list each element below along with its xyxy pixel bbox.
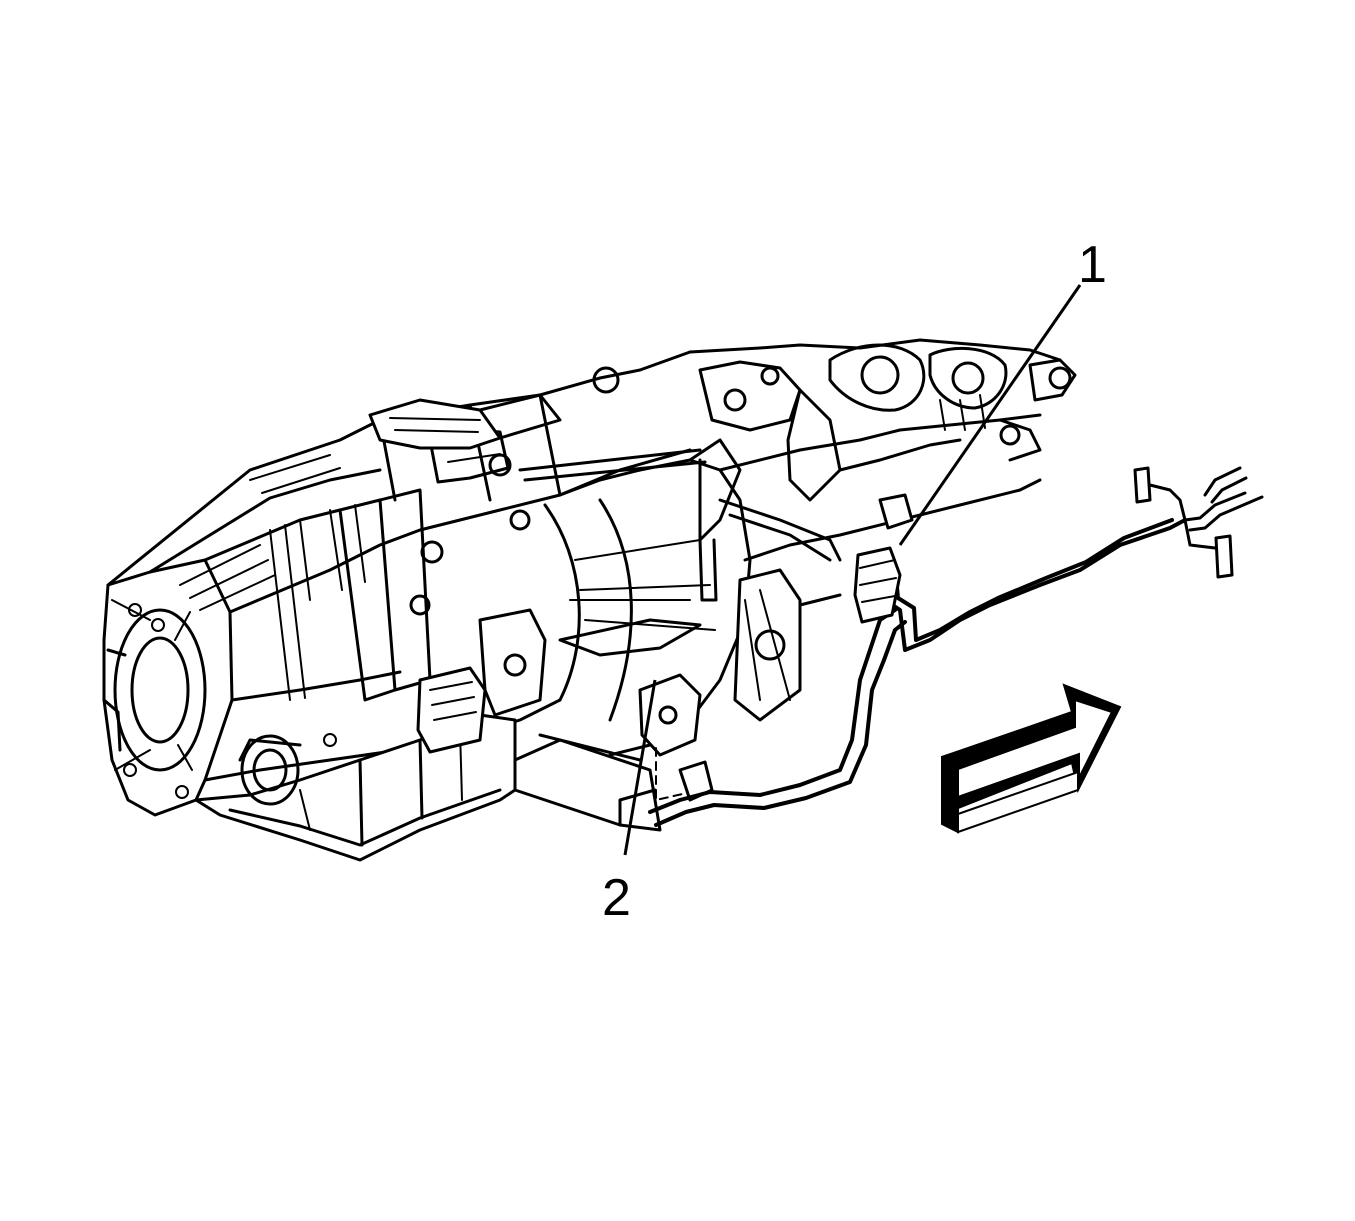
- transmission-assembly: [102, 338, 1077, 862]
- callout-1: 1: [898, 236, 1107, 546]
- callout-1-label: 1: [1078, 236, 1107, 294]
- cooler-lines: [648, 466, 1264, 827]
- callout-2-label: 2: [602, 869, 631, 927]
- forward-direction-arrow-icon: [940, 683, 1122, 834]
- callout-2: 2: [602, 679, 657, 927]
